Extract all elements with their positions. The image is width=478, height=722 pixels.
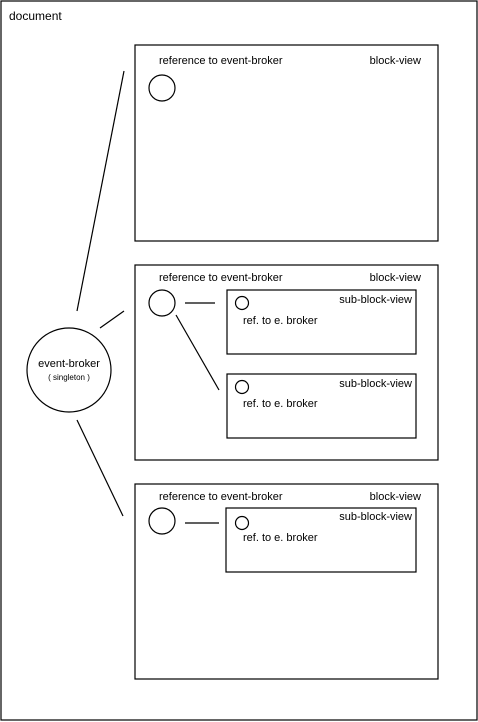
sub-broker-reference-node bbox=[234, 515, 250, 531]
document-label: document bbox=[9, 9, 62, 23]
sub-block-view-label: sub-block-view bbox=[339, 378, 412, 390]
broker-link-block-1 bbox=[76, 70, 125, 312]
broker-reference-node bbox=[148, 289, 176, 317]
block-ref-label: reference to event-broker bbox=[159, 272, 283, 284]
sub-block-frame bbox=[226, 373, 417, 439]
block-view-frame bbox=[134, 44, 439, 242]
sub-block-link-2 bbox=[175, 314, 220, 391]
broker-link-block-3 bbox=[76, 419, 124, 517]
block-view-label: block-view bbox=[370, 272, 421, 284]
broker-reference-node bbox=[148, 74, 176, 102]
sub-block-view-1: sub-block-view ref. to e. broker bbox=[226, 289, 417, 355]
block-ref-label: reference to event-broker bbox=[159, 491, 283, 503]
block-view-label: block-view bbox=[370, 55, 421, 67]
block-view-frame bbox=[134, 264, 439, 461]
sub-block-view-label: sub-block-view bbox=[339, 511, 412, 523]
sub-block-view-2: sub-block-view ref. to e. broker bbox=[226, 373, 417, 439]
sub-block-frame bbox=[226, 289, 417, 355]
event-broker-title: event-broker bbox=[38, 358, 100, 370]
sub-block-ref-label: ref. to e. broker bbox=[243, 398, 318, 410]
sub-block-frame bbox=[225, 507, 417, 573]
event-broker-node bbox=[26, 327, 112, 413]
block-view-2: reference to event-broker block-view sub… bbox=[134, 264, 439, 461]
event-broker-subtitle: ( singleton ) bbox=[48, 373, 90, 382]
broker-link-block-2 bbox=[99, 310, 125, 329]
block-view-label: block-view bbox=[370, 491, 421, 503]
block-view-frame bbox=[134, 483, 439, 680]
sub-block-ref-label: ref. to e. broker bbox=[243, 532, 318, 544]
sub-broker-reference-node bbox=[234, 295, 250, 311]
sub-block-view-1: sub-block-view ref. to e. broker bbox=[225, 507, 417, 573]
block-view-1: reference to event-broker block-view bbox=[134, 44, 439, 242]
block-ref-label: reference to event-broker bbox=[159, 55, 283, 67]
sub-block-view-label: sub-block-view bbox=[339, 294, 412, 306]
sub-block-ref-label: ref. to e. broker bbox=[243, 315, 318, 327]
sub-broker-reference-node bbox=[234, 379, 250, 395]
block-view-3: reference to event-broker block-view sub… bbox=[134, 483, 439, 680]
broker-reference-node bbox=[148, 507, 176, 535]
